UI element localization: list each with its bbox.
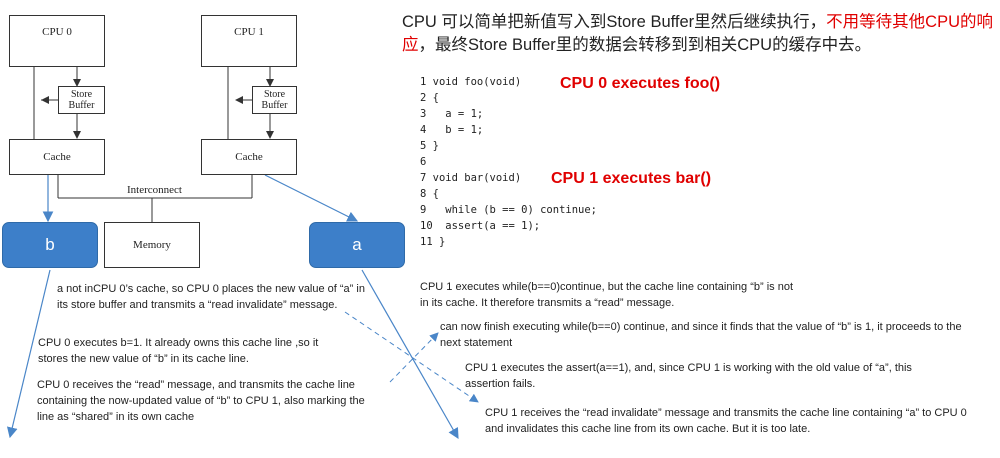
variable-b-label: b [45, 235, 55, 254]
heading-red-text: 不用等待其他CPU的响应 [402, 13, 994, 54]
cpu1-label: CPU 1 [234, 26, 264, 38]
note-cpu0-write-b: CPU 0 executes b=1. It already owns this… [38, 337, 319, 365]
note-cpu1-read-request: CPU 1 executes while(b==0)continue, but … [420, 281, 793, 309]
code-line-7: 7 void bar(void) [420, 172, 522, 184]
cpu0-exec-label: CPU 0 executes foo() [560, 75, 721, 92]
code-line-1: 1 void foo(void) [420, 76, 522, 88]
code-line-9: 9 while (b == 0) continue; [420, 204, 598, 216]
heading-part1: CPU 可以简单把新值写入到Store Buffer里然后继续执行， [402, 13, 827, 31]
note-cpu0-store-buffer: a not inCPU 0’s cache, so CPU 0 places t… [57, 283, 365, 311]
store-buffer-1-box: Store Buffer [252, 86, 297, 114]
note-cpu0-read-response: CPU 0 receives the “read” message, and t… [37, 379, 365, 423]
code-line-3: 3 a = 1; [420, 108, 484, 120]
cache1-to-a-arrow [264, 174, 359, 222]
heading-part2: ，最终Store Buffer里的数据会转移到到相关CPU的缓存中去。 [418, 36, 872, 54]
a-timeline-arrow [361, 269, 459, 440]
cpu0-box: CPU 0 [9, 15, 105, 67]
code-line-11: 11 } [420, 236, 446, 248]
memory-label: Memory [133, 238, 171, 251]
cache1-label: Cache [235, 150, 263, 163]
code-line-10: 10 assert(a == 1); [420, 220, 541, 232]
store-buffer-0-box: Store Buffer [58, 86, 105, 114]
variable-a-label: a [352, 235, 362, 254]
code-line-8: 8 { [420, 188, 439, 200]
code-line-5: 5 } [420, 140, 439, 152]
note-cpu1-loop-finish: can now finish executing while(b==0) con… [440, 321, 962, 349]
code-line-4: 4 b = 1; [420, 124, 484, 136]
store-buffer-0-label: Store Buffer [68, 88, 95, 112]
cpu1-box: CPU 1 [201, 15, 297, 67]
note-cpu1-assert-fail: CPU 1 executes the assert(a==1), and, si… [465, 362, 912, 390]
cache0-box: Cache [9, 139, 105, 175]
cpu0-label: CPU 0 [42, 26, 72, 38]
cache1-box: Cache [201, 139, 297, 175]
interconnect-label: Interconnect [127, 184, 182, 196]
variable-b-box: b [2, 222, 98, 268]
note-cpu1-invalidate: CPU 1 receives the “read invalidate” mes… [485, 407, 967, 435]
cpu1-exec-label: CPU 1 executes bar() [551, 170, 712, 187]
code-line-2: 2 { [420, 92, 439, 104]
read-message-arrow [389, 332, 439, 383]
variable-a-box: a [309, 222, 405, 268]
store-buffer-1-label: Store Buffer [261, 88, 288, 112]
b-timeline-arrow [6, 269, 51, 439]
cache0-label: Cache [43, 150, 71, 163]
code-line-6: 6 [420, 156, 427, 168]
memory-box: Memory [104, 222, 200, 268]
slide-heading: CPU 可以简单把新值写入到Store Buffer里然后继续执行，不用等待其他… [402, 11, 998, 57]
